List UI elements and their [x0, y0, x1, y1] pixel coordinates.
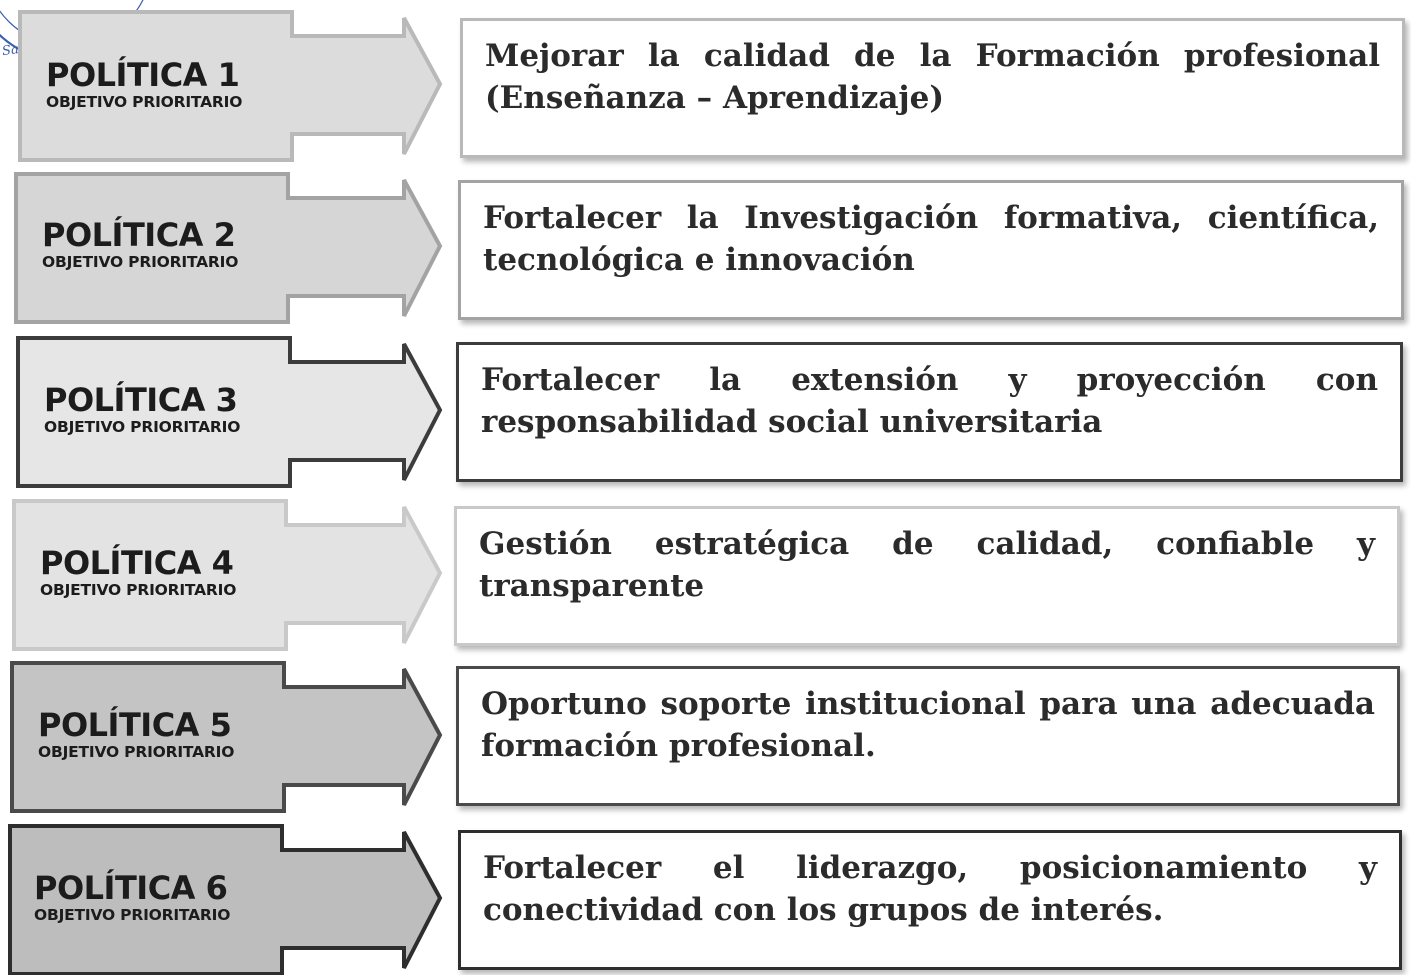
objective-text: Gestión estratégica de calidad, confiabl… — [479, 526, 1375, 604]
politica-label-4: POLÍTICA 4 OBJETIVO PRIORITARIO — [40, 546, 236, 600]
politica-label-2: POLÍTICA 2 OBJETIVO PRIORITARIO — [42, 218, 238, 272]
politica-title: POLÍTICA 3 — [44, 381, 238, 419]
politica-arrow-5 — [10, 661, 443, 813]
politica-title: POLÍTICA 2 — [42, 216, 236, 254]
politica-title: POLÍTICA 6 — [34, 869, 228, 907]
arrow-shape — [18, 10, 443, 162]
politica-arrow-4 — [12, 499, 443, 651]
arrow-shape — [10, 661, 443, 813]
politica-arrow-2 — [14, 172, 443, 324]
objective-text: Oportuno soporte institucional para una … — [481, 686, 1375, 764]
politica-subtitle: OBJETIVO PRIORITARIO — [40, 581, 237, 599]
politica-arrow-6 — [8, 824, 443, 975]
politica-title: POLÍTICA 1 — [46, 56, 240, 94]
politica-label-1: POLÍTICA 1 OBJETIVO PRIORITARIO — [46, 58, 242, 112]
politica-label-5: POLÍTICA 5 OBJETIVO PRIORITARIO — [38, 708, 234, 762]
arrow-shape — [8, 824, 443, 975]
politica-title: POLÍTICA 5 — [38, 706, 232, 744]
objective-text: Fortalecer el liderazgo, posicionamiento… — [483, 850, 1377, 928]
arrow-shape — [16, 336, 443, 488]
politica-subtitle: OBJETIVO PRIORITARIO — [44, 418, 241, 436]
politica-title: POLÍTICA 4 — [40, 544, 234, 582]
objective-box-5: Oportuno soporte institucional para una … — [456, 666, 1400, 806]
objective-box-4: Gestión estratégica de calidad, confiabl… — [454, 506, 1400, 646]
politica-subtitle: OBJETIVO PRIORITARIO — [46, 93, 243, 111]
politica-subtitle: OBJETIVO PRIORITARIO — [34, 906, 231, 924]
objective-box-1: Mejorar la calidad de la Formación profe… — [460, 18, 1405, 158]
politica-subtitle: OBJETIVO PRIORITARIO — [42, 253, 239, 271]
politica-label-6: POLÍTICA 6 OBJETIVO PRIORITARIO — [34, 871, 230, 925]
objective-text: Mejorar la calidad de la Formación profe… — [485, 38, 1380, 116]
politica-label-3: POLÍTICA 3 OBJETIVO PRIORITARIO — [44, 383, 240, 437]
objective-box-3: Fortalecer la extensión y proyección con… — [456, 342, 1403, 482]
politica-arrow-1 — [18, 10, 443, 162]
objective-box-2: Fortalecer la Investigación formativa, c… — [458, 180, 1404, 320]
politica-subtitle: OBJETIVO PRIORITARIO — [38, 743, 235, 761]
arrow-shape — [14, 172, 443, 324]
arrow-shape — [12, 499, 443, 651]
objective-text: Fortalecer la Investigación formativa, c… — [483, 200, 1379, 278]
politica-arrow-3 — [16, 336, 443, 488]
objective-box-6: Fortalecer el liderazgo, posicionamiento… — [458, 830, 1402, 970]
objective-text: Fortalecer la extensión y proyección con… — [481, 362, 1378, 440]
